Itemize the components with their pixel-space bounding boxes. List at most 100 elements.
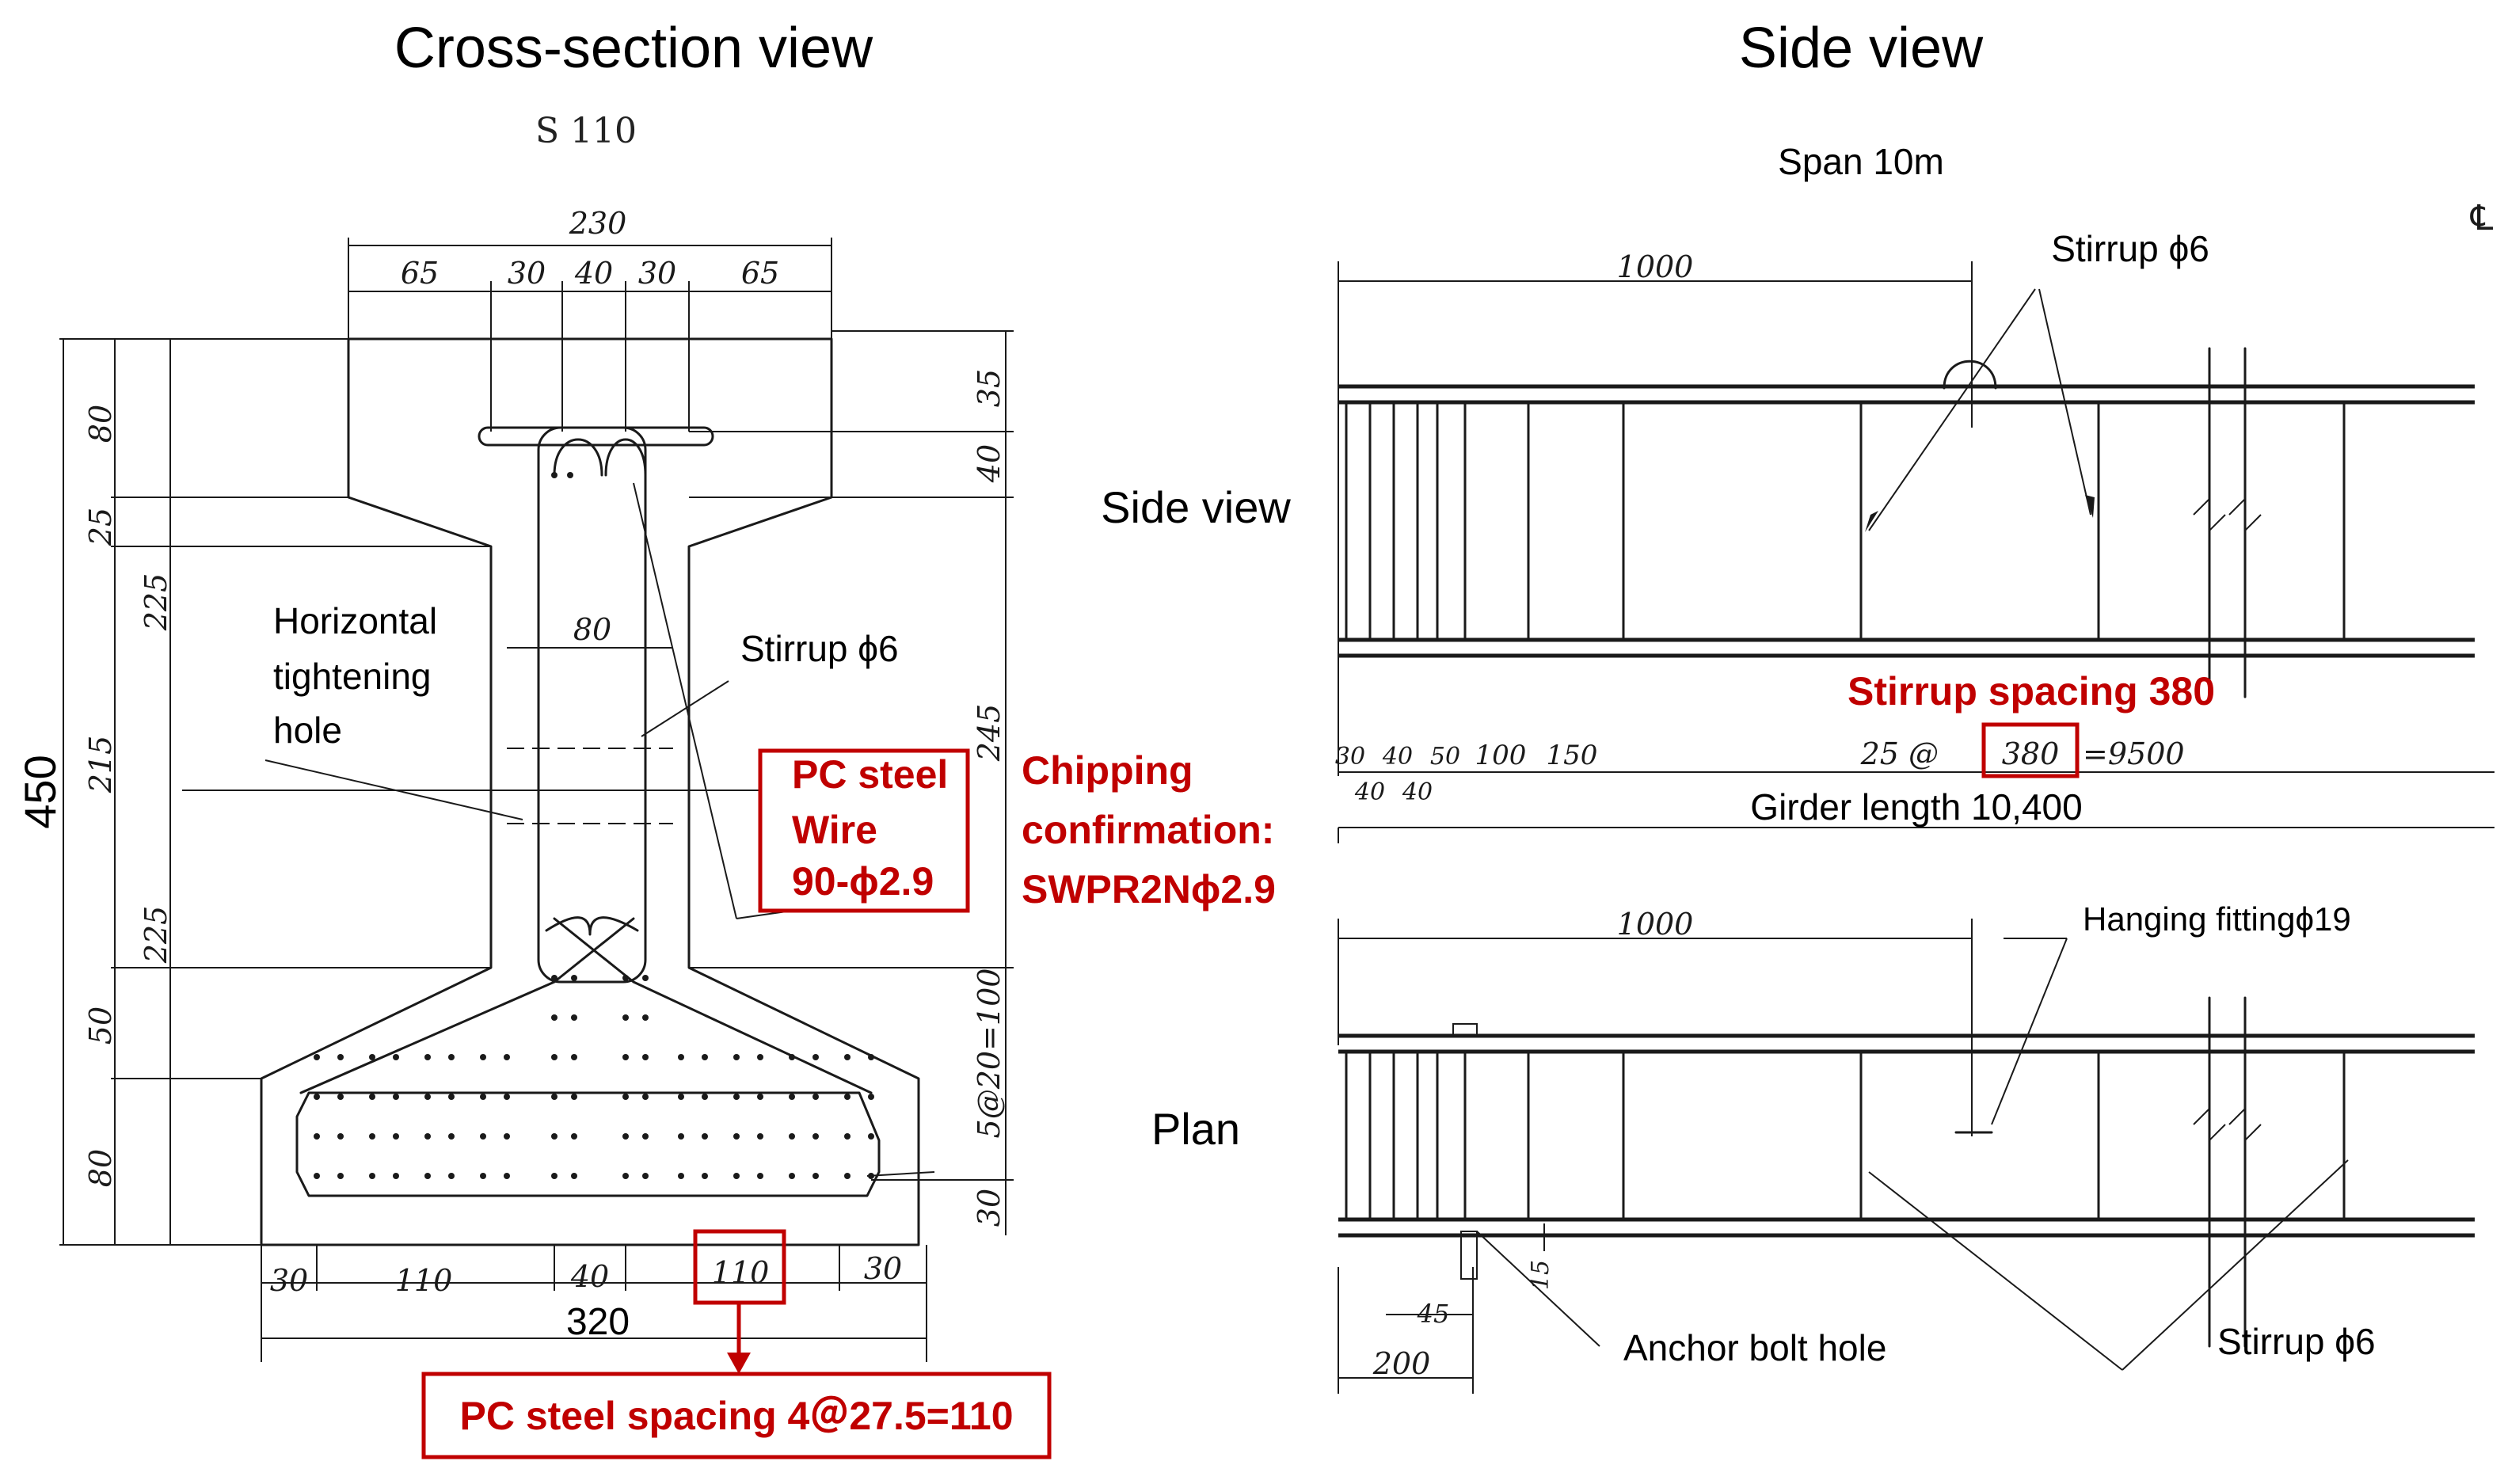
strand-dot bbox=[551, 1133, 558, 1140]
strand-dot bbox=[424, 1133, 431, 1140]
strand-dot bbox=[393, 1133, 399, 1140]
spacing-dim-150: 150 bbox=[1547, 740, 1598, 771]
cross-section-drawing bbox=[59, 238, 1014, 1362]
strand-dots bbox=[314, 472, 874, 1179]
label-stirrup-top: Stirrup ϕ6 bbox=[2051, 228, 2209, 269]
strand-dot bbox=[733, 1054, 740, 1060]
strand-dot bbox=[314, 1173, 320, 1179]
dim-top-40: 40 bbox=[574, 256, 613, 291]
strand-dot bbox=[337, 1133, 344, 1140]
dim-top-30-right: 30 bbox=[638, 256, 676, 291]
row-label-plan: Plan bbox=[1151, 1104, 1240, 1154]
strand-dot bbox=[480, 1133, 486, 1140]
strand-dot bbox=[642, 1094, 649, 1100]
strand-dot bbox=[448, 1094, 455, 1100]
label-stirrup-cross: Stirrup ϕ6 bbox=[740, 628, 899, 669]
dim-1000-side: 1000 bbox=[1617, 249, 1694, 284]
strand-dot bbox=[480, 1054, 486, 1060]
strand-dot bbox=[622, 1054, 629, 1060]
strand-dot bbox=[337, 1173, 344, 1179]
strand-dot bbox=[504, 1133, 510, 1140]
strand-dot bbox=[844, 1173, 851, 1179]
strand-dot bbox=[702, 1054, 708, 1060]
bottom-stirrup bbox=[295, 1091, 881, 1197]
strand-dot bbox=[868, 1173, 874, 1179]
spacing-dim-100: 100 bbox=[1475, 740, 1527, 771]
strand-dot bbox=[868, 1054, 874, 1060]
strand-dot bbox=[480, 1173, 486, 1179]
side-elevation bbox=[1338, 261, 2494, 843]
stirrup-spacing-label: Stirrup spacing 380 bbox=[1848, 669, 2215, 713]
strand-dot bbox=[757, 1173, 763, 1179]
dim-left-50: 50 bbox=[83, 1006, 118, 1045]
strand-dot bbox=[678, 1094, 684, 1100]
label-stirrup-bottom: Stirrup ϕ6 bbox=[2217, 1321, 2376, 1362]
label-horizontal-hole-2: tightening bbox=[273, 656, 432, 697]
plan-dim-15: 15 bbox=[1527, 1260, 1555, 1290]
strand-dot bbox=[504, 1173, 510, 1179]
spacing-dim-30: 30 bbox=[1335, 743, 1365, 771]
strand-dot bbox=[757, 1094, 763, 1100]
dim-1000-plan: 1000 bbox=[1617, 907, 1694, 942]
strand-dot bbox=[551, 1094, 558, 1100]
strand-dot bbox=[812, 1133, 819, 1140]
spacing-dim-40: 40 bbox=[1382, 743, 1413, 771]
chipping-line-2: confirmation: bbox=[1022, 808, 1274, 852]
plan-view bbox=[1338, 919, 2475, 1394]
strand-dot bbox=[571, 1173, 577, 1179]
strand-dot bbox=[424, 1054, 431, 1060]
dim-left-80-top: 80 bbox=[83, 405, 118, 443]
dim-bottom-total: 320 bbox=[566, 1301, 630, 1343]
dim-right-35: 35 bbox=[972, 369, 1007, 407]
strand-dot bbox=[571, 1094, 577, 1100]
web-stirrup bbox=[537, 426, 647, 984]
strand-dot bbox=[448, 1173, 455, 1179]
strand-dot bbox=[393, 1173, 399, 1179]
strand-dot bbox=[868, 1094, 874, 1100]
strand-dot bbox=[678, 1173, 684, 1179]
label-horizontal-hole-3: hole bbox=[273, 710, 342, 751]
strand-dot bbox=[789, 1054, 795, 1060]
spacing-boxed: 380 bbox=[2002, 736, 2060, 771]
strand-dot bbox=[393, 1054, 399, 1060]
dim-bottom-110-right: 110 bbox=[712, 1255, 770, 1290]
strand-dot bbox=[551, 1173, 558, 1179]
spacing-dim-40-c: 40 bbox=[1402, 778, 1433, 806]
dim-top-65-right: 65 bbox=[741, 256, 779, 291]
dim-left-25: 25 bbox=[83, 508, 118, 546]
strand-dot bbox=[789, 1094, 795, 1100]
strand-dot bbox=[369, 1173, 375, 1179]
dim-left-225-bottom: 225 bbox=[139, 906, 173, 965]
pc-spacing-box bbox=[421, 1372, 1052, 1459]
strand-dot bbox=[314, 1133, 320, 1140]
title-side-view: Side view bbox=[1739, 17, 1984, 80]
strand-dot bbox=[551, 975, 558, 981]
strand-dot bbox=[504, 1054, 510, 1060]
strand-dot bbox=[480, 1094, 486, 1100]
strand-dot bbox=[571, 975, 577, 981]
dim-left-215: 215 bbox=[83, 736, 118, 794]
strand-dot bbox=[812, 1173, 819, 1179]
strand-dot bbox=[642, 1014, 649, 1021]
strand-dot bbox=[551, 1054, 558, 1060]
strand-dot bbox=[757, 1054, 763, 1060]
model-label: S 110 bbox=[535, 111, 637, 151]
pc-steel-line-2: Wire bbox=[792, 808, 877, 852]
strand-dot bbox=[642, 1054, 649, 1060]
strand-dot bbox=[337, 1054, 344, 1060]
dim-web-width: 80 bbox=[573, 612, 611, 647]
strand-dot bbox=[314, 1054, 320, 1060]
girder-length-label: Girder length 10,400 bbox=[1750, 786, 2082, 828]
dim-top-65-left: 65 bbox=[401, 256, 439, 291]
strand-dot bbox=[622, 1173, 629, 1179]
strand-dot bbox=[702, 1094, 708, 1100]
strand-dot bbox=[369, 1054, 375, 1060]
strand-dot bbox=[369, 1133, 375, 1140]
strand-dot bbox=[622, 1094, 629, 1100]
strand-dot bbox=[789, 1133, 795, 1140]
strand-dot bbox=[844, 1133, 851, 1140]
strand-dot bbox=[567, 472, 573, 478]
centerline-symbol: ℄ bbox=[2470, 198, 2494, 238]
strand-dot bbox=[622, 1014, 629, 1021]
